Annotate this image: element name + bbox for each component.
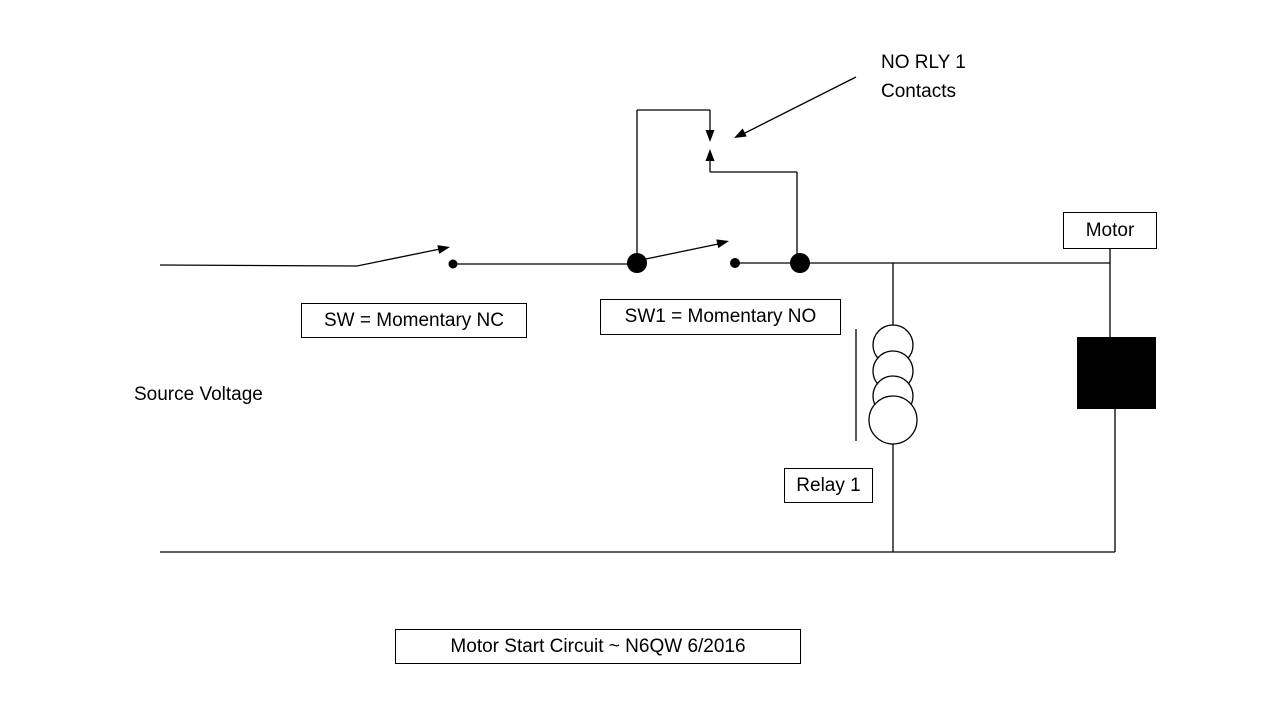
sw-nc-label-box: SW = Momentary NC	[301, 303, 527, 338]
motor-block	[1077, 337, 1156, 409]
sw1-arrowhead-icon	[716, 239, 729, 249]
relay1-label-box: Relay 1	[784, 468, 873, 503]
switch-sw1	[627, 239, 810, 273]
contact-arrowhead-up-icon	[705, 149, 715, 161]
title-box: Motor Start Circuit ~ N6QW 6/2016	[395, 629, 801, 664]
motor-label-box: Motor	[1063, 212, 1157, 249]
source-voltage-label: Source Voltage	[134, 384, 263, 405]
callout-arrowhead-icon	[734, 128, 747, 138]
coil-turn-4	[868, 395, 918, 445]
no-rly-contacts-label: NO RLY 1 Contacts	[881, 52, 966, 102]
contact-arrowhead-down-icon	[705, 130, 715, 142]
sw1-no-label-box: SW1 = Momentary NO	[600, 299, 841, 335]
sw1-blade	[640, 242, 724, 261]
sw-terminal-dot	[448, 259, 458, 269]
callout-arrow-shaft	[740, 76, 857, 136]
sw1-pole-node-dot	[627, 253, 647, 273]
switch-sw	[356, 245, 458, 269]
relay-contact-assembly	[636, 109, 798, 258]
relay-coil-branch	[855, 263, 918, 552]
wire-left-segment	[159, 264, 358, 267]
junction-node-dot	[790, 253, 810, 273]
sw1-terminal-dot	[730, 258, 740, 268]
callout-arrow	[734, 76, 857, 138]
sw-blade	[356, 247, 446, 267]
sw-arrowhead-icon	[437, 245, 450, 254]
motor-branch	[1077, 249, 1156, 552]
